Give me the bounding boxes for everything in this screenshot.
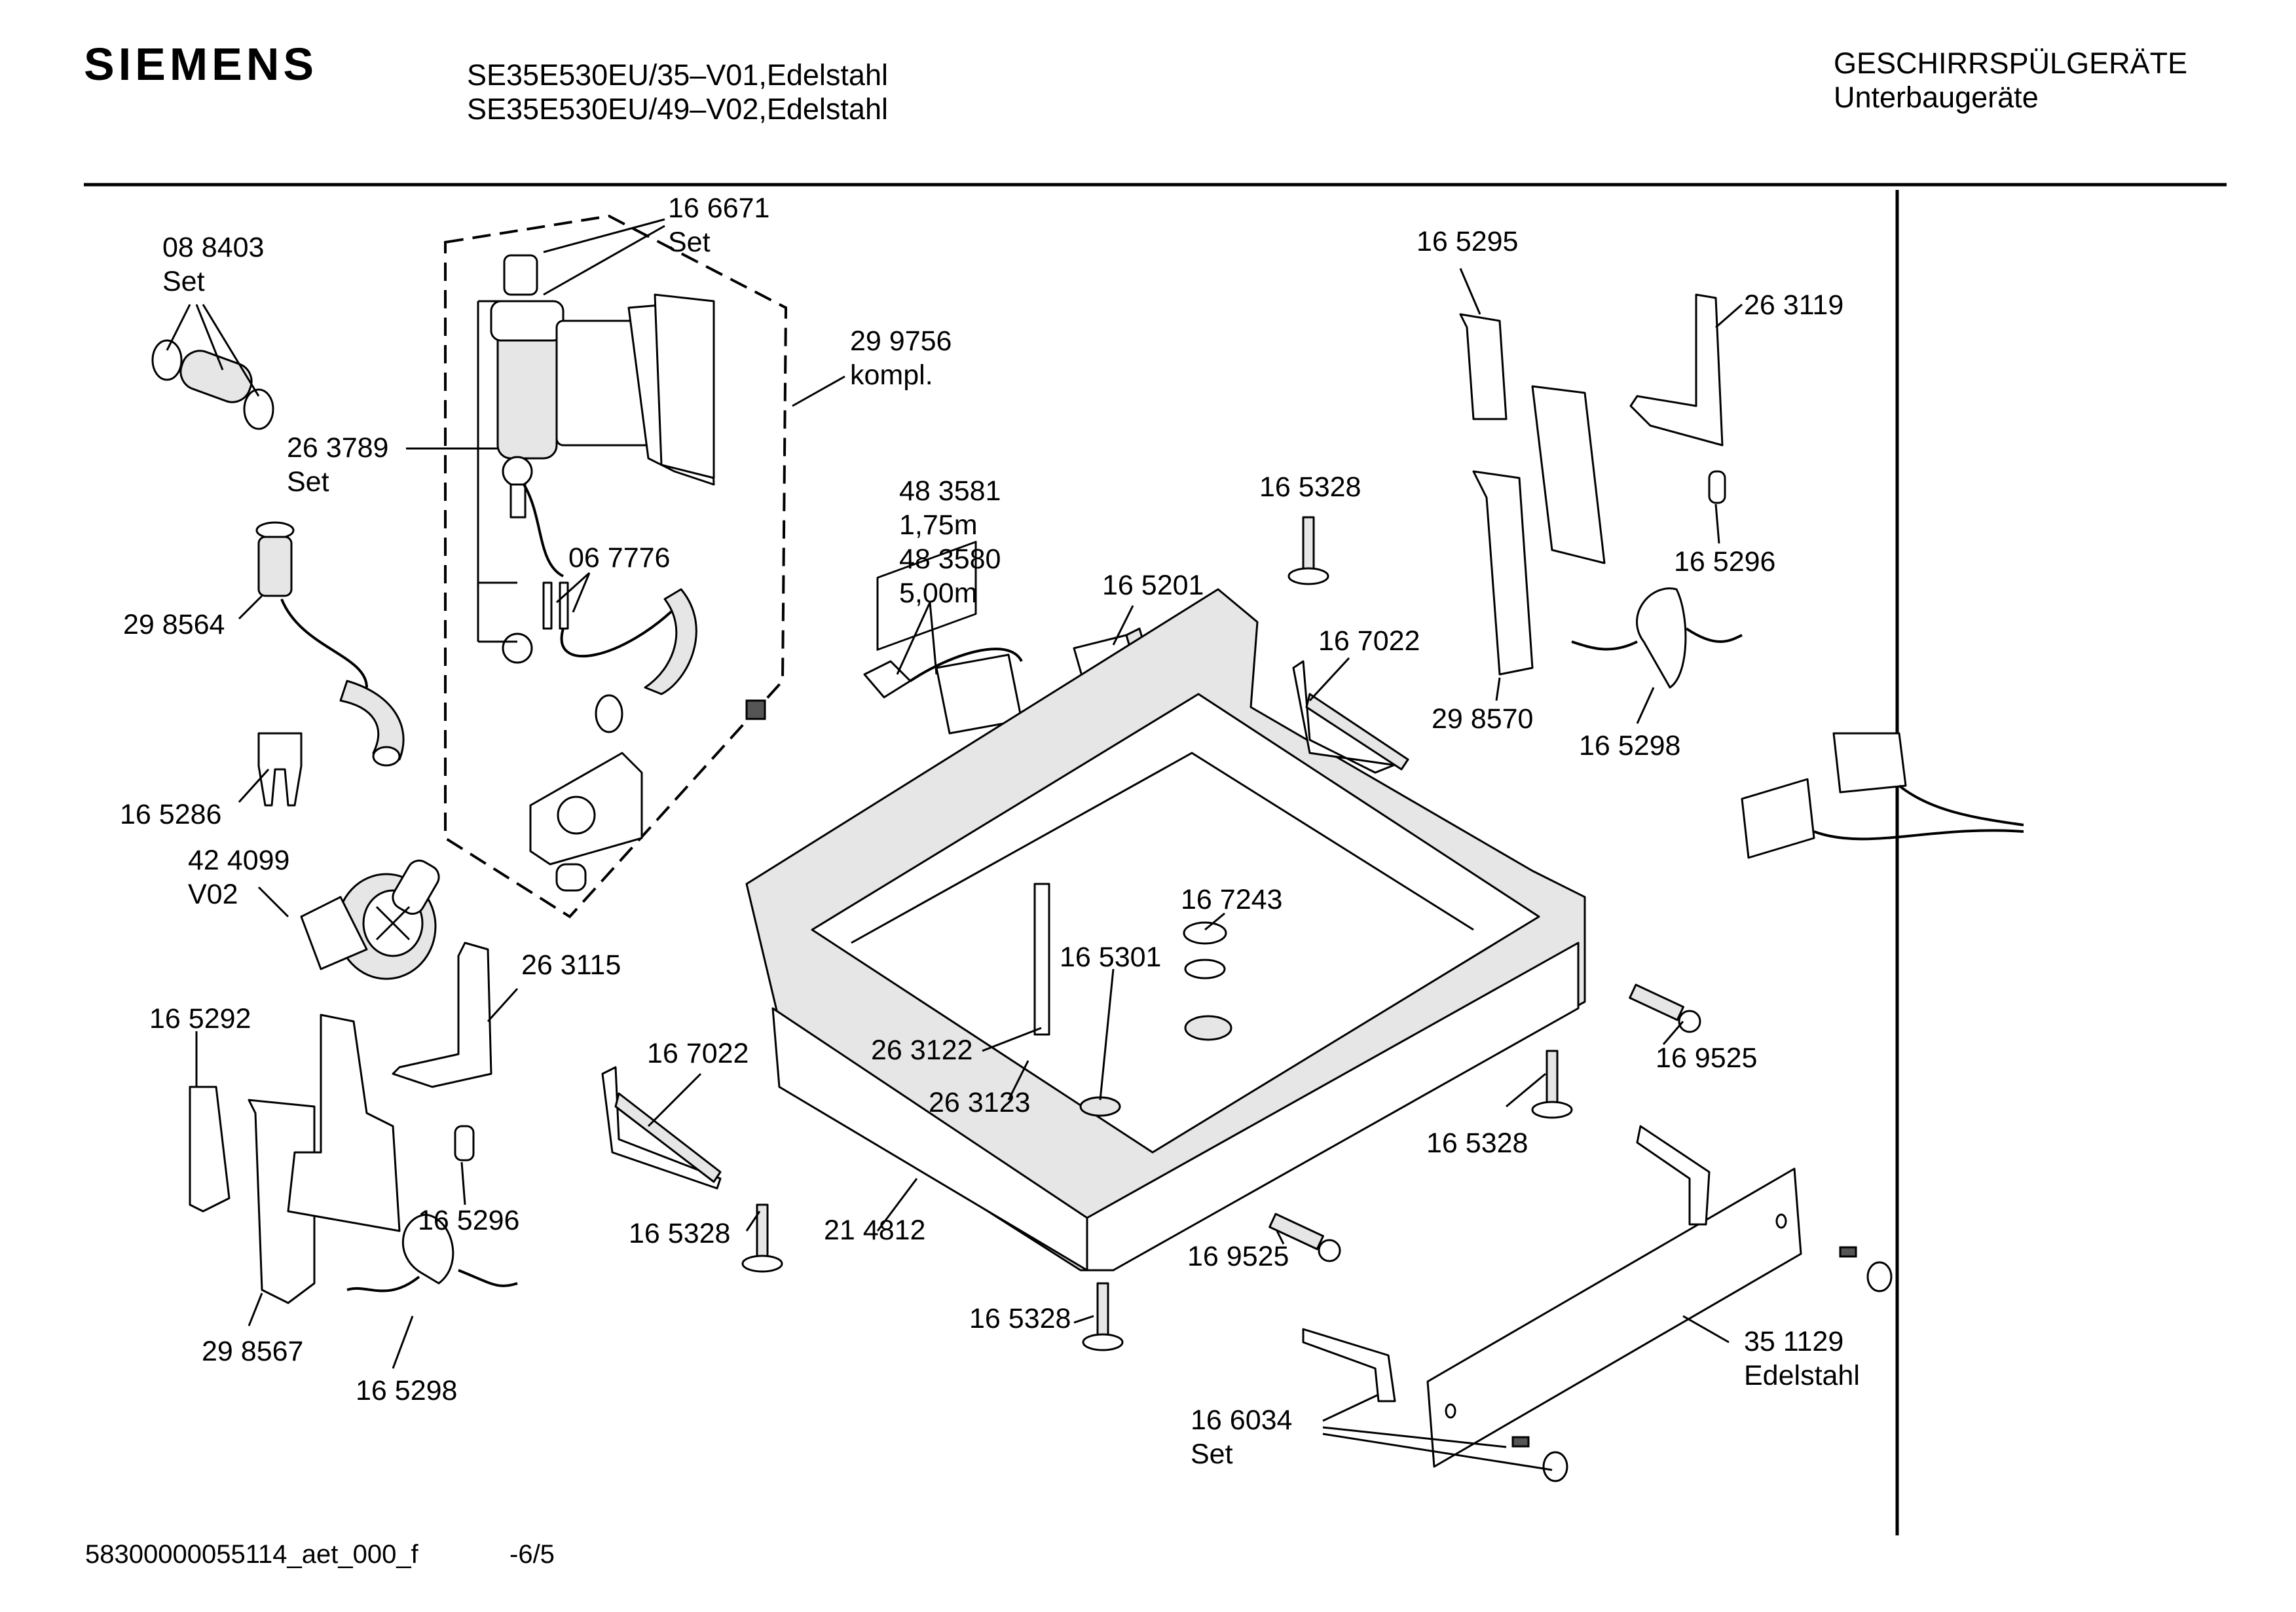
label-298567: 29 8567 xyxy=(202,1336,304,1367)
wiring-harness-part xyxy=(1741,732,2024,859)
label-263115: 26 3115 xyxy=(521,949,621,981)
left-bracket-set-part xyxy=(189,942,518,1304)
page-number: -6/5 xyxy=(509,1540,555,1569)
label-165328-left: 16 5328 xyxy=(629,1218,731,1249)
label-167022-right: 16 7022 xyxy=(1318,625,1420,657)
label-169525-mid: 16 9525 xyxy=(1187,1241,1289,1272)
clamp-part xyxy=(257,732,303,807)
category-title: GESCHIRRSPÜLGERÄTE xyxy=(1834,46,2188,80)
label-165295: 16 5295 xyxy=(1416,226,1519,257)
label-298564: 29 8564 xyxy=(123,609,225,640)
valve-assembly-part xyxy=(490,254,766,892)
assembly-outline xyxy=(444,214,788,919)
foot-screw-bottom-part xyxy=(1082,1282,1124,1351)
drain-pump-part xyxy=(300,859,440,980)
label-165328-right: 16 5328 xyxy=(1426,1127,1528,1159)
label-165328-bottom: 16 5328 xyxy=(969,1303,1071,1334)
spring-right-part xyxy=(1292,660,1409,774)
category-subtitle: Unterbaugeräte xyxy=(1834,81,2039,114)
label-165286: 16 5286 xyxy=(120,799,222,830)
spring-left-part xyxy=(601,1066,722,1190)
drain-hose-part xyxy=(255,521,405,767)
label-263122: 26 3122 xyxy=(871,1035,973,1066)
label-214812: 21 4812 xyxy=(824,1215,926,1246)
model-line-2: SE35E530EU/49–V02,Edelstahl xyxy=(467,92,888,126)
label-263123: 26 3123 xyxy=(929,1087,1031,1118)
label-165298-right: 16 5298 xyxy=(1579,730,1681,761)
foot-screw-left-part xyxy=(741,1203,783,1273)
label-263119: 26 3119 xyxy=(1744,289,1844,321)
label-165296-left: 16 5296 xyxy=(418,1205,520,1236)
label-165292: 16 5292 xyxy=(149,1003,251,1035)
foot-screw-top-part xyxy=(1287,516,1329,585)
label-165201: 16 5201 xyxy=(1102,570,1204,601)
label-067776: 06 7776 xyxy=(568,542,671,574)
model-line-1: SE35E530EU/35–V01,Edelstahl xyxy=(467,58,888,92)
label-165301: 16 5301 xyxy=(1060,942,1162,973)
label-298570: 29 8570 xyxy=(1432,703,1534,735)
bolt-mid-part xyxy=(1268,1213,1341,1262)
seal-ring-part xyxy=(1183,921,1227,945)
leader-lines xyxy=(166,218,1743,1471)
base-tub-part xyxy=(745,541,1586,1272)
label-167243: 16 7243 xyxy=(1181,884,1283,915)
label-167022-left: 16 7022 xyxy=(647,1038,749,1069)
bolt-right-part xyxy=(1629,983,1701,1033)
document-id: 58300000055114_aet_000_f xyxy=(85,1540,418,1569)
label-165298-left: 16 5298 xyxy=(356,1375,458,1406)
cable-harness-part xyxy=(863,648,1023,735)
label-165328-top: 16 5328 xyxy=(1259,471,1361,503)
label-169525-right: 16 9525 xyxy=(1656,1042,1758,1074)
right-bracket-set-part xyxy=(1459,293,1743,689)
hose-clip-set-part xyxy=(151,339,274,430)
brand-logo: SIEMENS xyxy=(84,39,318,90)
kick-panel-part xyxy=(1302,1125,1893,1482)
label-165296-right: 16 5296 xyxy=(1674,546,1776,577)
foot-screw-right-part xyxy=(1531,1050,1573,1119)
